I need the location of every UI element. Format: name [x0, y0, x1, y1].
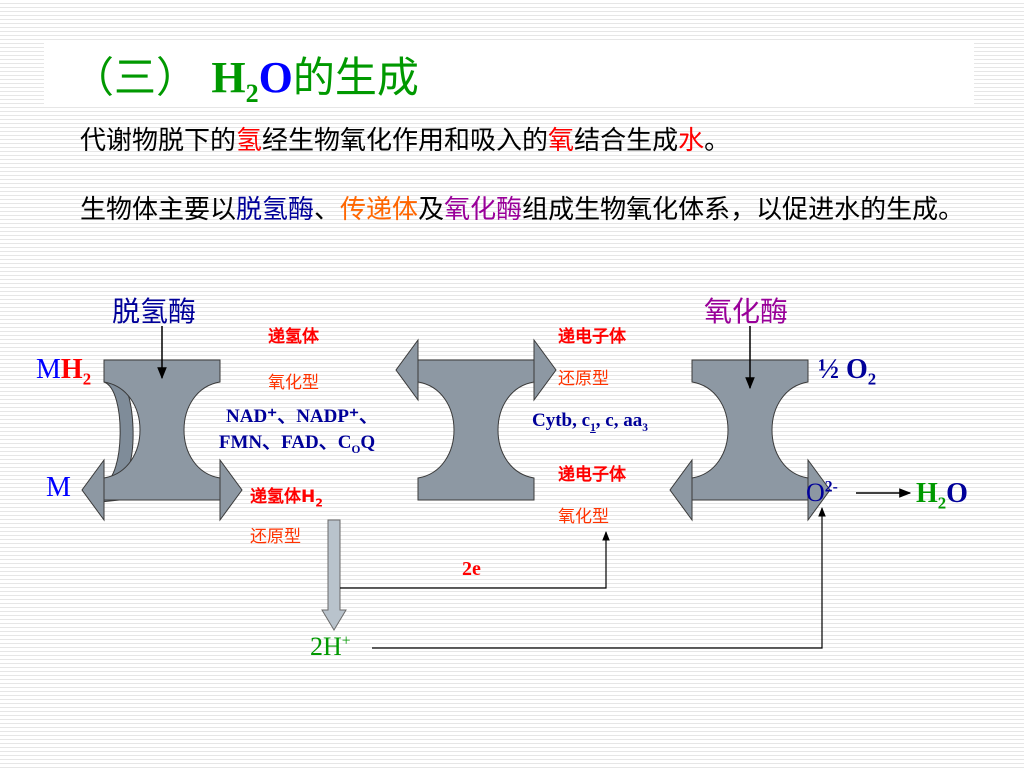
electron-transfer-line	[340, 531, 610, 589]
hcarrier-h2-sub: 2	[315, 496, 323, 510]
cyt-sub-3: 3	[642, 421, 648, 434]
label-reduced-form-1: 还原型	[250, 527, 301, 547]
carrier-list-line-2b: Q	[360, 432, 376, 453]
half-o2-text: ½ O	[818, 354, 868, 385]
title-suffix: 的生成	[292, 53, 419, 102]
mh2-sub: 2	[82, 369, 92, 389]
system-sentence: 生物体主要以脱氢酶、传递体及氧化酶组成生物氧化体系，以促进水的生成。	[80, 192, 970, 228]
label-2h-plus: 2H+	[310, 632, 351, 662]
hcarrier-h2-text: 递氢体H	[250, 487, 316, 507]
label-o2-minus: O2-	[806, 478, 838, 508]
label-mh2: MH2	[36, 354, 91, 390]
label-electron-carrier-2: 递电子体	[558, 465, 626, 485]
intro-oxygen: 氧	[548, 126, 575, 156]
intro-part-1: 代谢物脱下的	[80, 126, 237, 156]
system-and: 及	[418, 195, 445, 225]
carrier-list-line-1: NAD⁺、NADP⁺、	[226, 406, 378, 427]
label-reduced-form-2: 还原型	[558, 369, 609, 389]
carrier-list-line-2a: FMN、FAD、C	[218, 432, 352, 453]
cross-2-right-head	[533, 338, 557, 402]
half-o2-sub: 2	[867, 369, 877, 389]
label-cytochromes: Cytb, c1, c, aa3	[532, 410, 648, 434]
cross-3-left-head	[669, 458, 693, 522]
cross-1-right-head	[219, 458, 243, 522]
proton-line	[372, 507, 826, 649]
label-electron-carrier-1: 递电子体	[558, 327, 626, 347]
label-oxidized-form-2: 氧化型	[558, 507, 609, 527]
title-o: O	[258, 53, 293, 102]
cross-3-right-head	[807, 458, 831, 522]
system-oxidase: 氧化酶	[444, 195, 523, 225]
label-hydrogen-carrier-h2: 递氢体H2	[250, 482, 323, 509]
cross-1-left-head	[81, 458, 105, 522]
label-2e: 2e	[462, 558, 481, 580]
cross-2-body	[417, 359, 535, 501]
intro-water: 水	[678, 126, 705, 156]
cross-arrow-dehydrogenase	[81, 359, 243, 522]
intro-part-4: 。	[704, 126, 731, 156]
water-sub: 2	[937, 493, 947, 513]
mh2-h: H	[60, 354, 83, 385]
system-carrier: 传递体	[340, 195, 419, 225]
title-formula: H2O	[211, 53, 293, 108]
label-carrier-list: NAD⁺、NADP⁺、 FMN、FAD、COQ	[219, 404, 378, 463]
carrier-list-line-2: FMN、FAD、COQ	[216, 430, 378, 463]
label-water: H2O	[916, 478, 968, 514]
slide-title: （三） H2O的生成	[72, 44, 419, 109]
system-dehydrogenase: 脱氢酶	[236, 195, 315, 225]
carrier-list-sub: O	[351, 443, 361, 456]
o2minus-sup: 2-	[824, 478, 838, 496]
intro-sentence: 代谢物脱下的氢经生物氧化作用和吸入的氧结合生成水。	[80, 120, 730, 157]
intro-part-3: 结合生成	[574, 126, 679, 156]
system-part-1: 生物体主要以	[80, 195, 237, 225]
two-h-text: 2H	[310, 632, 342, 661]
cyt-part-b: , c, aa	[595, 410, 643, 431]
label-hydrogen-carrier: 递氢体	[268, 327, 319, 347]
label-oxidized-form-1: 氧化型	[268, 373, 319, 393]
system-separator: 、	[314, 195, 341, 225]
mh2-m: M	[36, 354, 61, 385]
title-prefix: （三）	[72, 53, 199, 102]
water-o: O	[946, 478, 968, 509]
system-part-2: 组成生物氧化体系，以促进水的生成。	[522, 195, 965, 225]
label-m: M	[46, 472, 71, 503]
two-h-sup: +	[341, 632, 351, 650]
intro-hydrogen: 氢	[236, 126, 263, 156]
cross-arrow-oxidase	[669, 359, 831, 522]
cyt-part-a: Cytb, c	[532, 410, 591, 431]
cross-2-left-head	[395, 338, 419, 402]
water-h: H	[916, 478, 938, 509]
title-h: H	[211, 53, 246, 102]
label-dehydrogenase: 脱氢酶	[112, 295, 197, 328]
label-oxidase: 氧化酶	[704, 295, 789, 328]
label-half-o2: ½ O2	[818, 354, 876, 390]
cross-arrow-carrier	[395, 338, 557, 501]
title-background	[44, 40, 974, 104]
release-proton-arrow	[321, 519, 347, 631]
title-sub: 2	[245, 79, 259, 108]
o2minus-text: O	[806, 478, 825, 507]
intro-part-2: 经生物氧化作用和吸入的	[262, 126, 549, 156]
cyt-sub-1: 1	[590, 421, 596, 434]
